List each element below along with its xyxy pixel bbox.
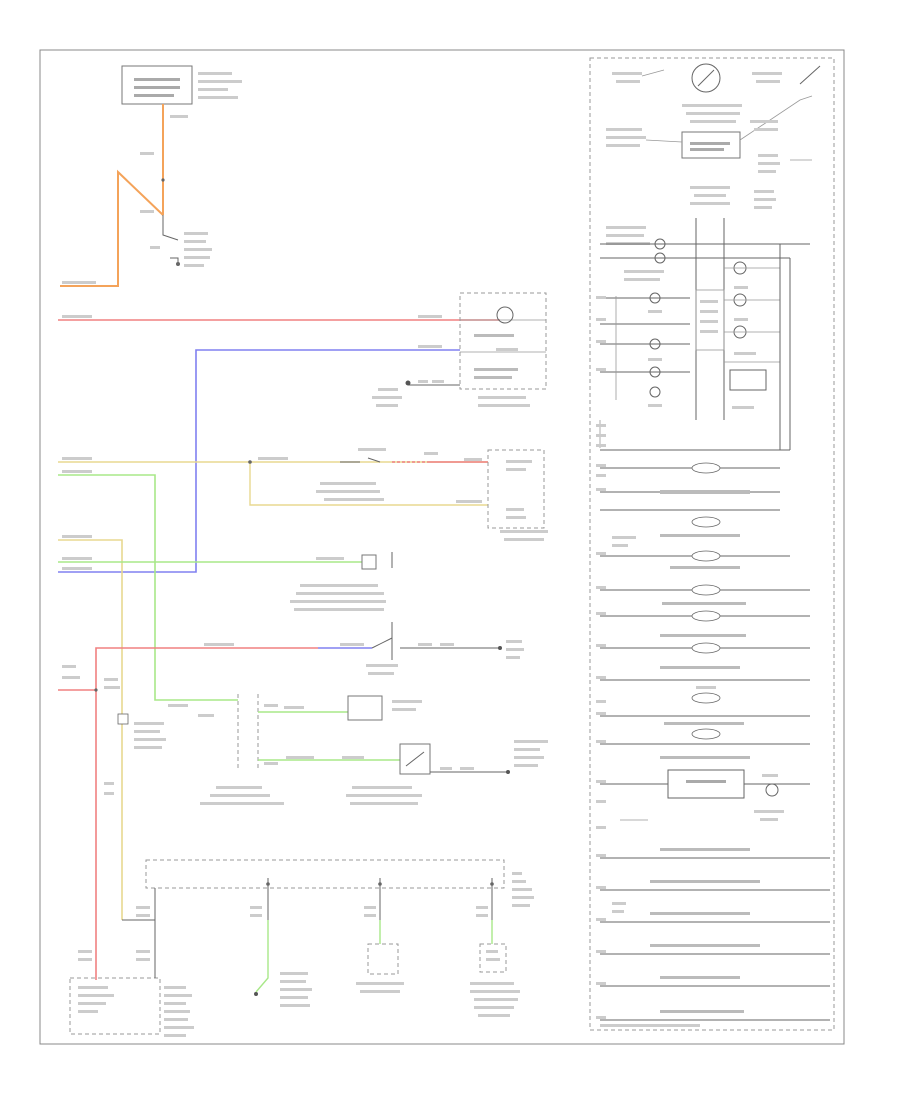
ground-fuel [372,380,460,407]
orange-wire-lower [58,535,123,920]
dimmer-unit-box [456,449,548,541]
warning-lamp-box [347,695,422,721]
red-wire-lower [58,643,372,980]
red-wire-main [58,315,500,321]
switch-sensor [150,215,212,267]
junction-box-left [69,950,161,1035]
cluster-panel [589,57,835,1031]
green-wire-indicator [58,552,393,611]
combination-switch [168,694,400,805]
brake-switch-box [346,740,548,805]
yellow-wire [58,457,488,506]
indicator-rows [596,462,830,1027]
ground-leg-2 [356,906,404,993]
diagram-border [39,49,845,1045]
ground-bus [145,859,534,920]
cluster-gauge-column [724,244,791,450]
cluster-bottom-of-block [596,420,790,451]
junction-box-right [122,906,194,1037]
left-fuse-column [94,678,166,795]
ground-leg-1 [250,906,312,1007]
ground-leg-3 [470,906,520,1017]
cluster-inner-block [596,270,725,407]
green-wire-upper [58,470,238,701]
seatbelt-switch [366,622,524,675]
blue-wire [58,345,460,573]
cluster-unit-top [606,95,813,173]
gauge-unit-box [459,292,547,407]
relay-dim [316,448,488,501]
top-module [121,65,242,105]
tachometer-gauge [612,63,821,93]
orange-wire-top [60,104,188,287]
